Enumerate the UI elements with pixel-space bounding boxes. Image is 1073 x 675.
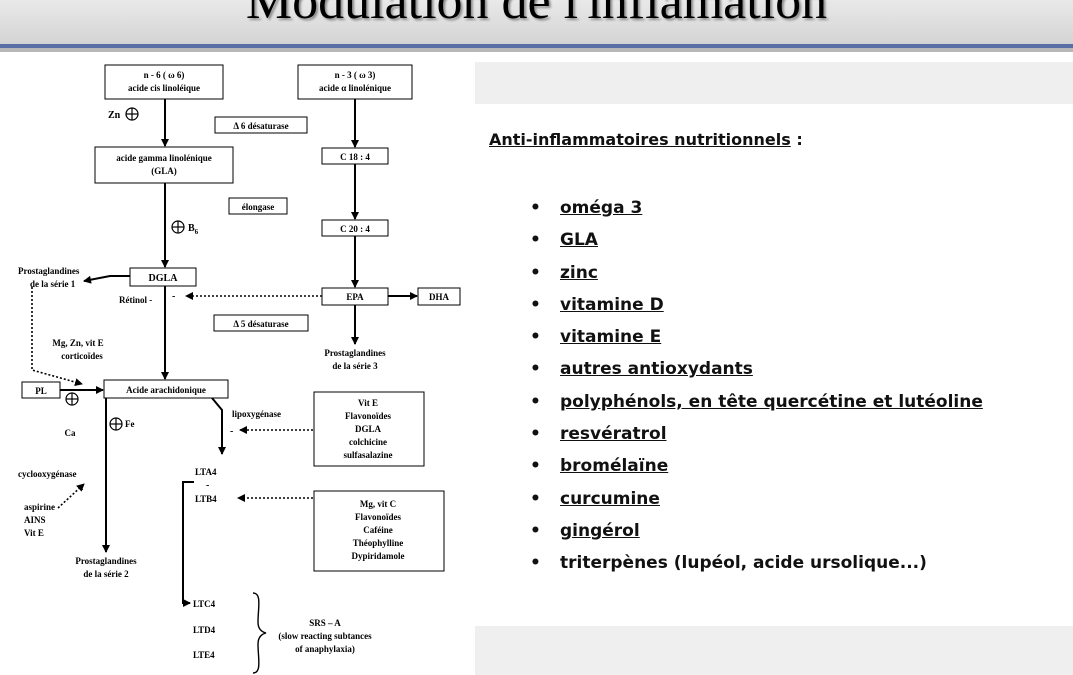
epa-label: EPA bbox=[346, 292, 364, 302]
lipoxygenase-label: lipoxygénase bbox=[232, 409, 281, 419]
nutrient-item: •oméga 3 bbox=[530, 198, 643, 218]
inhibitor2-item: Théophylline bbox=[353, 538, 404, 548]
inhibitor1-item: sulfasalazine bbox=[343, 450, 392, 460]
delta5-box bbox=[213, 314, 309, 332]
nutrients-heading: Anti-inflammatoires nutritionnels : bbox=[489, 130, 803, 149]
zn-label: Zn bbox=[108, 110, 121, 121]
gla-label-1: acide gamma linolénique bbox=[116, 153, 212, 163]
cyclo-minus-sign: - bbox=[80, 484, 83, 495]
ains-label: AINS bbox=[24, 515, 46, 525]
dotted-arrow-aspirine-to-cyclo bbox=[57, 483, 85, 509]
c204-label: C 20 : 4 bbox=[340, 224, 370, 234]
ltd4-label: LTD4 bbox=[193, 625, 216, 635]
dgla-label: DGLA bbox=[149, 273, 179, 284]
inhibitor1-item: Flavonoïdes bbox=[345, 411, 392, 421]
pg2-label-1: Prostaglandines bbox=[75, 556, 137, 566]
dha-label: DHA bbox=[429, 292, 450, 302]
inhibitor2-item: Mg, vit C bbox=[360, 499, 396, 509]
omega3-box bbox=[297, 64, 413, 100]
retinol-minus-sign: - bbox=[172, 291, 175, 302]
ltb4-label: LTB4 bbox=[195, 494, 217, 504]
srs-a-desc-2: of anaphylaxia) bbox=[295, 644, 355, 654]
ca-label: Ca bbox=[65, 428, 76, 438]
circled-plus-b6-icon bbox=[171, 220, 185, 234]
pg2-label-2: de la série 2 bbox=[83, 569, 129, 579]
top-grey-band bbox=[475, 62, 1073, 104]
inhibitors-box-2 bbox=[313, 490, 445, 572]
pg3-label-1: Prostaglandines bbox=[324, 348, 386, 358]
eicosanoid-pathway-diagram: n - 6 ( ω 6) acide cis linoléique n - 3 … bbox=[18, 64, 461, 674]
ltc4-label: LTC4 bbox=[193, 599, 216, 609]
nutrient-item: •polyphénols, en tête quercétine et luté… bbox=[530, 391, 983, 412]
circled-plus-fe-icon bbox=[109, 417, 123, 431]
omega3-label-2: acide α linolénique bbox=[319, 83, 391, 93]
dha-box bbox=[417, 287, 461, 306]
b6-label: B6 bbox=[188, 223, 199, 236]
circled-plus-pl-icon bbox=[65, 392, 79, 406]
elongase-label: élongase bbox=[242, 202, 275, 212]
inhibitor2-item: Dypiridamole bbox=[352, 551, 405, 561]
cyclooxygenase-label: cyclooxygénase bbox=[18, 469, 77, 479]
nutrient-item: •vitamine D bbox=[530, 294, 664, 315]
nutrient-item: •triterpènes (lupéol, acide ursolique...… bbox=[530, 553, 927, 574]
delta6-box bbox=[214, 116, 308, 134]
elongase-box bbox=[228, 197, 288, 215]
nutrient-item: •bromélaïne bbox=[530, 456, 669, 477]
nutrient-item: •zinc bbox=[530, 262, 598, 283]
lipox-minus-sign: - bbox=[230, 426, 233, 437]
srs-a-label: SRS – A bbox=[309, 618, 341, 628]
vite-label: Vit E bbox=[24, 528, 44, 538]
nutrient-item: •resvératrol bbox=[530, 424, 667, 445]
lte4-label: LTE4 bbox=[193, 650, 215, 660]
header-divider bbox=[0, 44, 1073, 48]
c184-label: C 18 : 4 bbox=[340, 152, 370, 162]
pg1-label-1: Prostaglandines bbox=[18, 266, 80, 276]
pg3-label-2: de la série 3 bbox=[332, 361, 378, 371]
fe-label: Fe bbox=[125, 419, 135, 429]
arachidonic-acid-box bbox=[103, 379, 229, 399]
omega6-label-2: acide cis linoléique bbox=[128, 83, 200, 93]
aspirine-label: aspirine bbox=[24, 502, 55, 512]
inhibitor1-item: Vit E bbox=[358, 398, 378, 408]
arrow-dgla-to-pg1 bbox=[83, 275, 130, 284]
slide-title: Modulation de l'inflamation bbox=[245, 0, 828, 30]
nutrient-item: •curcumine bbox=[530, 488, 660, 509]
corticoides-label: corticoïdes bbox=[61, 351, 103, 361]
pl-label: PL bbox=[35, 386, 47, 396]
bottom-grey-band bbox=[475, 626, 1073, 675]
omega6-label-1: n - 6 ( ω 6) bbox=[144, 70, 185, 80]
arrow-lta4-to-ltc4 bbox=[182, 481, 194, 607]
omega3-label-1: n - 3 ( ω 3) bbox=[335, 70, 376, 80]
pg1-label-2: de la série 1 bbox=[30, 279, 76, 289]
header-divider-shadow bbox=[0, 48, 1073, 52]
nutrients-list: •oméga 3 •GLA •zinc •vitamine D •vitamin… bbox=[530, 192, 983, 580]
lta4-ltb4-minus-sign: - bbox=[206, 480, 209, 491]
srs-brace bbox=[252, 592, 267, 674]
inhibitor1-item: DGLA bbox=[355, 424, 382, 434]
arrow-arachidonic-to-lta4 bbox=[211, 397, 226, 455]
delta6-label: Δ 6 désaturase bbox=[233, 121, 288, 131]
nutrient-item: •autres antioxydants bbox=[530, 359, 753, 380]
nutrient-item: •gingérol bbox=[530, 520, 640, 541]
lta4-label: LTA4 bbox=[195, 467, 217, 477]
inhibitors-box-1 bbox=[313, 391, 425, 467]
inhibitor2-item: Caféine bbox=[363, 525, 393, 535]
inhibitor2-item: Flavonoïdes bbox=[355, 512, 402, 522]
srs-a-desc-1: (slow reacting subtances bbox=[278, 631, 372, 641]
circled-plus-zn-icon bbox=[125, 107, 139, 121]
gla-label-2: (GLA) bbox=[151, 166, 177, 176]
slide-header: Modulation de l'inflamation bbox=[0, 0, 1073, 44]
right-panel: Anti-inflammatoires nutritionnels : •omé… bbox=[475, 62, 1073, 675]
dotted-arrow-pg1-to-pl bbox=[31, 287, 83, 386]
nutrient-item: •vitamine E bbox=[530, 327, 662, 348]
omega6-box bbox=[104, 64, 224, 100]
mg-zn-vite-label: Mg, Zn, vit E bbox=[52, 338, 103, 348]
retinol-label: Rétinol - bbox=[119, 295, 152, 305]
arachidonic-acid-label: Acide arachidonique bbox=[126, 385, 206, 395]
nutrient-item: •GLA bbox=[530, 230, 598, 251]
inhibitor1-item: colchicine bbox=[349, 437, 387, 447]
delta5-label: Δ 5 désaturase bbox=[233, 319, 288, 329]
